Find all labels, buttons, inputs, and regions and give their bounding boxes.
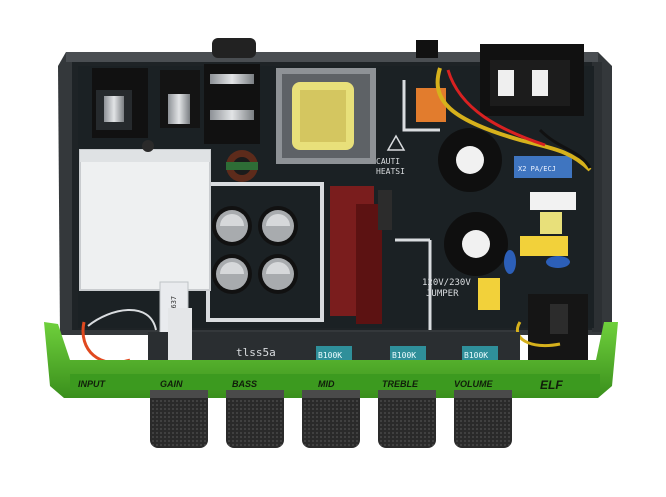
pot-row: tlss5a B100K B100K B100K bbox=[148, 308, 520, 368]
pot-label-volume: B100K bbox=[464, 351, 488, 360]
footswitch-jack bbox=[204, 38, 260, 144]
front-panel: INPUT GAIN BASS MID TREBLE VOLUME ELF bbox=[44, 322, 618, 398]
x2-cap-text: X2 PA/ECJ bbox=[518, 165, 556, 173]
knob-gain[interactable] bbox=[150, 390, 208, 448]
transformer bbox=[276, 68, 376, 164]
power-section: X2 PA/ECJ bbox=[416, 40, 588, 364]
caution-text: CAUTI bbox=[376, 157, 400, 166]
panel-label-mid: MID bbox=[318, 379, 335, 389]
voltage-text: 120V/230V bbox=[422, 278, 471, 288]
knob-mid[interactable] bbox=[302, 390, 360, 448]
jumper-text: JUMPER bbox=[426, 289, 459, 299]
panel-label-treble: TREBLE bbox=[382, 379, 419, 389]
panel-label-bass: BASS bbox=[232, 379, 257, 389]
knob-treble[interactable] bbox=[378, 390, 436, 448]
pot-label-treble: B100K bbox=[392, 351, 416, 360]
inductor bbox=[226, 150, 258, 182]
panel-brand-elf: ELF bbox=[540, 378, 563, 392]
filter-capacitors bbox=[212, 206, 298, 294]
chip-text: tlss5a bbox=[236, 346, 276, 359]
panel-label-gain: GAIN bbox=[160, 379, 183, 389]
heatsink-text: HEATSI bbox=[376, 167, 405, 176]
heatsink bbox=[330, 186, 392, 324]
caution-label: CAUTI HEATSI bbox=[376, 134, 406, 176]
input-jack-block bbox=[92, 68, 200, 138]
knob-bass[interactable] bbox=[226, 390, 284, 448]
panel-label-volume: VOLUME bbox=[454, 379, 493, 389]
shield-plate bbox=[79, 140, 211, 291]
panel-label-input: INPUT bbox=[78, 379, 107, 389]
pot-label-mid: B100K bbox=[318, 351, 342, 360]
voltage-label: 120V/230V JUMPER bbox=[422, 278, 471, 299]
knob-volume[interactable] bbox=[454, 390, 512, 448]
